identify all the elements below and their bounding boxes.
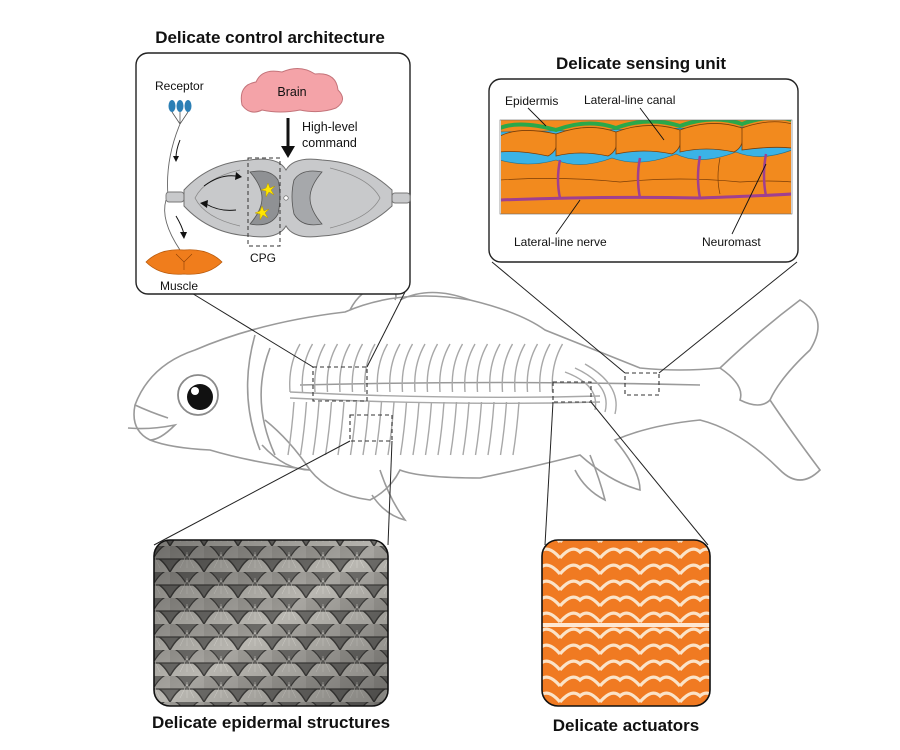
brain-label: Brain — [277, 85, 306, 99]
rib-bottom — [399, 401, 408, 456]
rib-bottom — [349, 401, 358, 456]
rib-top — [526, 343, 539, 393]
receptor-label: Receptor — [155, 79, 204, 93]
rib-top — [401, 343, 414, 393]
epidermis-label: Epidermis — [505, 94, 558, 108]
rib-top — [439, 343, 451, 393]
sensing-panel-title: Delicate sensing unit — [556, 54, 726, 73]
neuromast-label: Neuromast — [702, 235, 761, 249]
cpg-label: CPG — [250, 251, 276, 265]
fish-skeleton — [287, 343, 617, 456]
epidermal-region-box — [349, 414, 393, 442]
rib-top — [489, 343, 501, 393]
rib-top — [476, 343, 489, 393]
rib-top — [414, 343, 426, 393]
nerve-label: Lateral-line nerve — [514, 235, 607, 249]
rib-top — [514, 343, 526, 393]
rib-bottom — [424, 401, 433, 456]
sensing-panel-content: Epidermis Lateral-line canal Lateral-lin… — [499, 93, 793, 249]
rib-top — [389, 343, 401, 393]
rib-top — [289, 343, 301, 393]
spark-icon-2 — [254, 205, 270, 221]
rib-bottom — [449, 401, 458, 456]
command-label-1: High-level — [302, 120, 358, 134]
rib-bottom — [324, 401, 333, 456]
rib-bottom — [299, 401, 308, 456]
control-panel-content: Brain High-level command Receptor — [145, 68, 411, 293]
sensing-region-box — [624, 372, 660, 396]
rib-top — [539, 343, 551, 393]
cpg-box — [247, 157, 281, 247]
rib-bottom — [487, 401, 495, 456]
rib-bottom — [387, 401, 395, 456]
connector-lines — [153, 261, 798, 546]
rib-bottom — [474, 401, 483, 456]
control-region-box — [312, 366, 368, 402]
rib-bottom — [499, 401, 508, 456]
spinal-cord-section — [165, 157, 411, 247]
fish-eye — [177, 374, 219, 416]
rib-top — [351, 343, 364, 393]
epidermal-panel-title: Delicate epidermal structures — [152, 713, 390, 732]
rib-top — [301, 343, 314, 393]
rib-bottom — [412, 401, 420, 456]
control-panel-title: Delicate control architecture — [155, 28, 385, 47]
command-label-2: command — [302, 136, 357, 150]
rib-top — [364, 343, 376, 393]
muscle-photo — [541, 539, 711, 707]
canal-label: Lateral-line canal — [584, 93, 675, 107]
rib-bottom — [362, 401, 370, 456]
rib-bottom — [337, 401, 345, 456]
rib-top — [501, 343, 514, 393]
scales-photo — [153, 539, 389, 707]
actuator-panel-title: Delicate actuators — [553, 716, 699, 735]
rib-bottom — [287, 401, 295, 456]
rib-top — [426, 343, 439, 393]
rib-bottom — [312, 401, 320, 456]
muscle-label: Muscle — [160, 279, 198, 293]
spark-icon — [260, 182, 276, 198]
rib-top — [551, 343, 564, 393]
rib-top — [451, 343, 464, 393]
rib-bottom — [462, 401, 470, 456]
rib-bottom — [374, 401, 383, 456]
rib-bottom — [512, 401, 520, 456]
actuator-region-box — [552, 381, 592, 403]
rib-top — [376, 343, 389, 393]
brain-shape — [240, 68, 343, 113]
fish-outline — [127, 284, 822, 522]
receptor-icon — [168, 100, 192, 125]
rib-bottom — [437, 401, 445, 456]
rib-top — [464, 343, 476, 393]
